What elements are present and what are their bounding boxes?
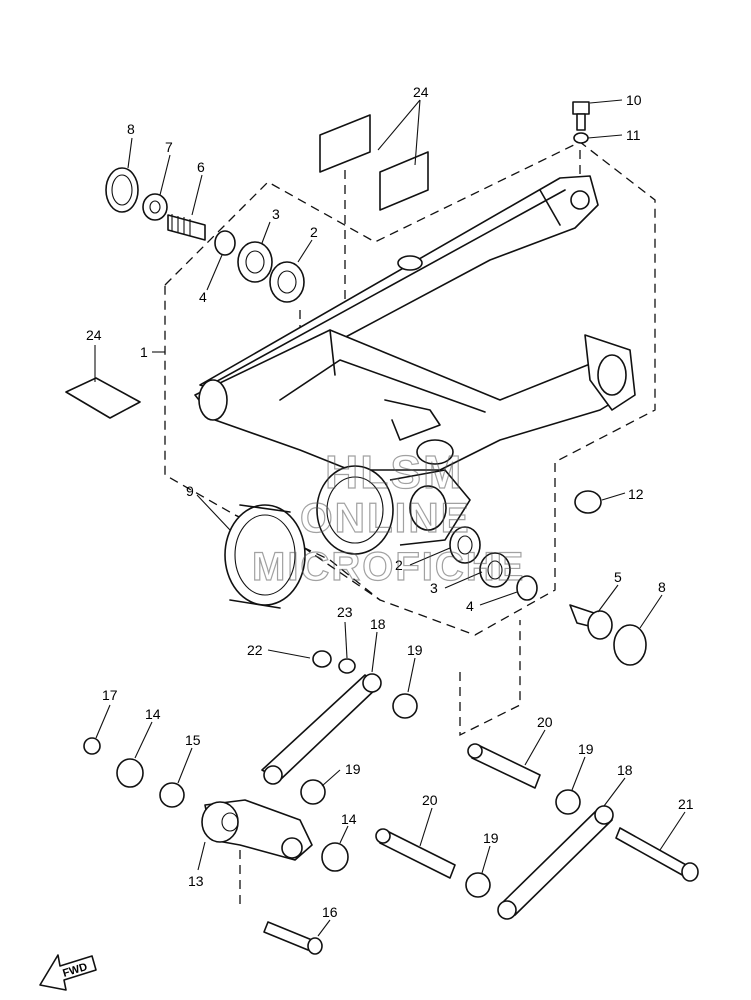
callout-13: 13	[188, 873, 204, 889]
callout-4-upper: 4	[199, 289, 207, 305]
collar-19-c	[555, 789, 581, 815]
callout-11: 11	[626, 127, 641, 143]
label-sticker-24-top	[319, 114, 429, 211]
oil-seal-3-upper	[237, 241, 273, 283]
oil-seal-8-upper	[105, 167, 139, 213]
nut-22	[312, 650, 332, 668]
collar-19-b	[300, 779, 326, 805]
callout-24-top: 24	[413, 84, 429, 100]
callout-20-lower: 20	[422, 792, 438, 808]
callout-4-lower: 4	[466, 598, 474, 614]
washer-23	[338, 658, 356, 674]
callout-23: 23	[337, 604, 353, 620]
callout-17: 17	[102, 687, 118, 703]
callout-leader-lines	[94, 99, 686, 937]
forward-direction-arrow: FWD	[39, 954, 97, 991]
watermark-line-1: HLSM	[325, 446, 463, 498]
collar-19-d	[465, 872, 491, 898]
callout-12: 12	[628, 486, 644, 502]
collar-4-lower	[516, 575, 538, 601]
swingarm-body	[194, 175, 636, 555]
callout-2-lower: 2	[395, 557, 403, 573]
callout-22: 22	[247, 642, 263, 658]
callout-9: 9	[186, 483, 194, 499]
bearing-2-upper	[269, 261, 305, 303]
callout-2-upper: 2	[310, 224, 318, 240]
label-sticker-24-left	[65, 377, 141, 419]
callout-3-upper: 3	[272, 206, 280, 222]
spacer-20-lower	[375, 828, 456, 879]
callout-19-a: 19	[407, 642, 423, 658]
oil-seal-3-lower	[479, 552, 511, 588]
callout-19-c: 19	[578, 741, 594, 757]
callout-6: 6	[197, 159, 205, 175]
collar-15	[159, 782, 185, 808]
collar-14-lower	[321, 842, 349, 872]
nut-7	[142, 193, 168, 221]
washer-11	[573, 132, 589, 144]
bearing-2-lower	[449, 526, 481, 564]
callout-1: 1	[140, 344, 148, 360]
watermark-line-3: MICROFICHE	[252, 545, 525, 589]
callout-14-lower: 14	[341, 811, 357, 827]
pivot-shaft-6	[167, 214, 206, 241]
watermark-line-2: ONLINE	[300, 494, 471, 541]
callout-10: 10	[626, 92, 642, 108]
bolt-16	[263, 921, 323, 955]
callout-7: 7	[165, 139, 173, 155]
watermark: HLSM ONLINE MICROFICHE	[251, 445, 525, 589]
callout-5: 5	[614, 569, 622, 585]
callout-15: 15	[185, 732, 201, 748]
callout-18-upper: 18	[370, 616, 386, 632]
callout-19-d: 19	[483, 830, 499, 846]
callout-8-lower: 8	[658, 579, 666, 595]
callout-numbers: 24 10 11 8 7 6 3 2 4 1 24 9 12 2 3 4 5 8…	[86, 84, 694, 920]
cap-12	[574, 490, 602, 514]
callout-21: 21	[678, 796, 694, 812]
collar-14-upper	[116, 758, 144, 788]
oil-seal-8-lower	[613, 624, 647, 666]
callout-16: 16	[322, 904, 338, 920]
relay-arm-13	[201, 799, 313, 861]
callout-3-lower: 3	[430, 580, 438, 596]
nut-17	[83, 737, 101, 755]
callout-19-b: 19	[345, 761, 361, 777]
pivot-shaft-5	[569, 604, 613, 640]
connecting-rod-18-lower	[497, 805, 614, 920]
spacer-20-upper	[467, 743, 541, 789]
dust-cover-9	[224, 504, 306, 609]
callout-24-left: 24	[86, 327, 102, 343]
connecting-rod-18-upper	[261, 673, 382, 785]
callout-14-upper: 14	[145, 706, 161, 722]
callout-18-lower: 18	[617, 762, 633, 778]
callout-20-upper: 20	[537, 714, 553, 730]
collar-19-a	[392, 693, 418, 719]
bolt-10	[572, 101, 590, 131]
bolt-21	[615, 827, 699, 882]
collar-4-upper	[214, 230, 236, 256]
callout-8-upper: 8	[127, 121, 135, 137]
